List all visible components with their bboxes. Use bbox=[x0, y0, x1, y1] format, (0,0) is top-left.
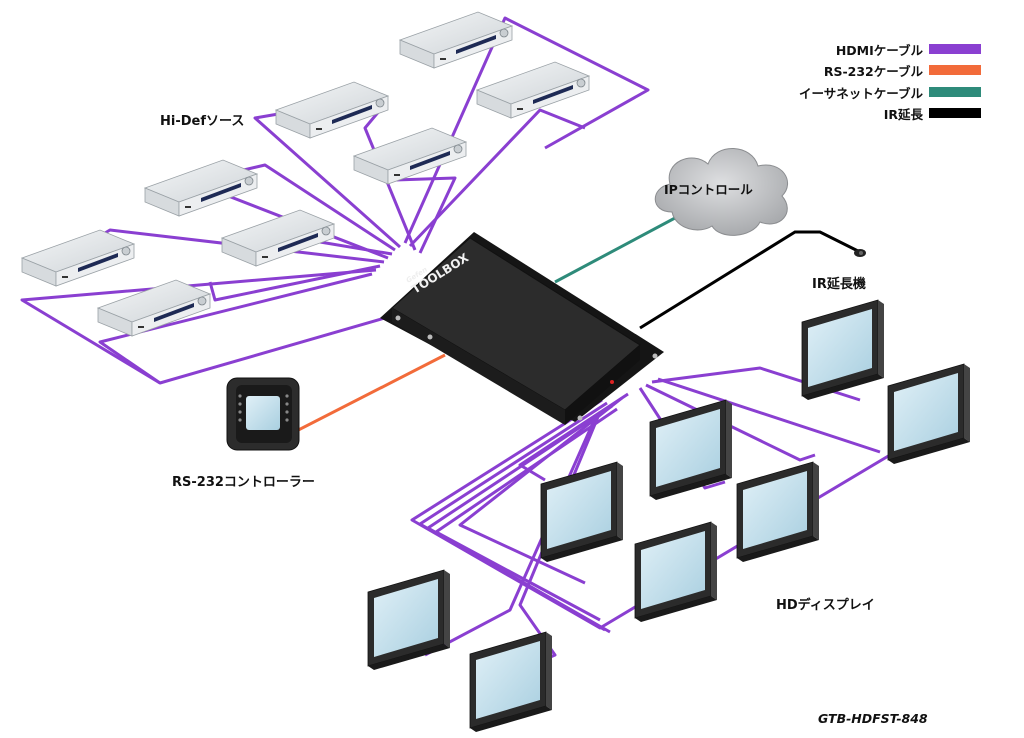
hd-display bbox=[634, 521, 718, 623]
ir-extender bbox=[639, 230, 866, 330]
hd-display bbox=[887, 363, 971, 465]
hd-display bbox=[469, 631, 553, 733]
legend-item-ir: IR延長 bbox=[773, 106, 981, 122]
rs232-controller-label: RS-232コントローラー bbox=[172, 475, 315, 490]
model-number: GTB-HDFST-848 bbox=[818, 711, 928, 726]
hd-display bbox=[367, 569, 451, 671]
hd-display bbox=[736, 461, 820, 563]
legend-label: イーサネットケーブル bbox=[798, 85, 923, 101]
source-player bbox=[476, 61, 590, 119]
legend-item-ethernet: イーサネットケーブル bbox=[773, 85, 981, 101]
toolbox-switch: Gefen TOOLBOX bbox=[380, 232, 664, 425]
ip-control-cloud bbox=[654, 148, 788, 236]
legend-swatch bbox=[929, 87, 981, 97]
source-player bbox=[144, 159, 258, 217]
legend-item-rs232: RS-232ケーブル bbox=[773, 63, 981, 79]
sources-label: Hi-Defソース bbox=[160, 114, 245, 129]
rs232-controller bbox=[226, 377, 300, 451]
legend-label: IR延長 bbox=[883, 106, 923, 122]
legend-swatch bbox=[929, 108, 981, 118]
source-player bbox=[399, 11, 513, 69]
source-player bbox=[353, 127, 467, 185]
legend-swatch bbox=[929, 65, 981, 75]
displays-label: HDディスプレイ bbox=[776, 598, 875, 613]
source-player bbox=[275, 81, 389, 139]
source-player bbox=[21, 229, 135, 287]
legend-swatch bbox=[929, 44, 981, 54]
source-player bbox=[221, 209, 335, 267]
legend-label: HDMIケーブル bbox=[835, 42, 923, 58]
source-player bbox=[97, 279, 211, 337]
legend-item-hdmi: HDMIケーブル bbox=[773, 42, 981, 58]
hd-display bbox=[540, 461, 624, 563]
hd-display bbox=[801, 299, 885, 401]
ip-control-label: IPコントロール bbox=[664, 182, 753, 197]
legend-label: RS-232ケーブル bbox=[823, 63, 923, 79]
ethernet-cable bbox=[554, 208, 691, 284]
hdmi-cables-sources bbox=[20, 16, 650, 385]
ir-extender-label: IR延長機 bbox=[812, 277, 866, 292]
